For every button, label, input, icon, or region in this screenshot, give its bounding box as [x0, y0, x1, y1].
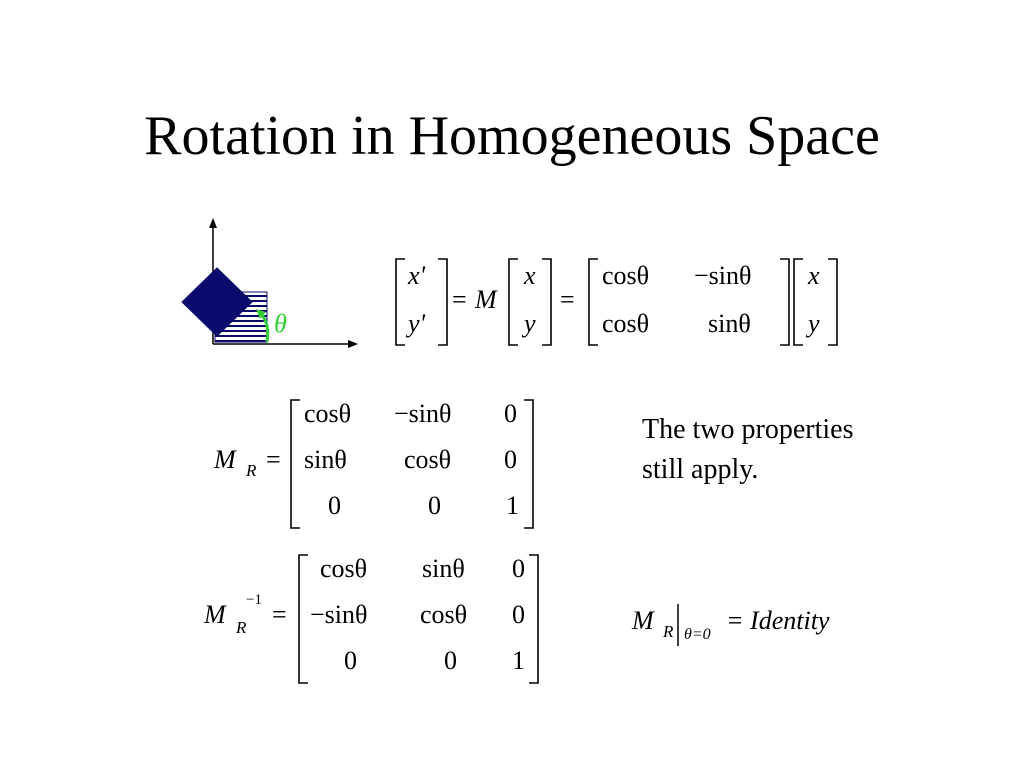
m4-rhs: = Identity: [726, 606, 830, 635]
vec-left-bracket: [508, 258, 518, 346]
m2-r1c2: −sinθ: [394, 399, 452, 428]
m3-r3c2: 0: [444, 646, 457, 675]
m2-r2c2: cosθ: [404, 445, 452, 474]
m2-left-bracket: [290, 399, 300, 529]
lhs-y-prime: y': [408, 309, 426, 338]
m2-r3c1: 0: [328, 491, 341, 520]
m3-subscript: R: [236, 618, 247, 637]
m3-r1c3: 0: [512, 554, 525, 583]
matrix-cell-r2c2: sinθ: [708, 309, 751, 338]
m2-equals: =: [266, 445, 281, 474]
m3-r2c3: 0: [512, 600, 525, 629]
slide-title: Rotation in Homogeneous Space: [144, 105, 880, 167]
properties-note: The two properties still apply.: [642, 410, 942, 490]
m3-equals: =: [272, 600, 287, 629]
m4-subscript: R: [663, 622, 674, 641]
matrix-cell-r1c2: −sinθ: [694, 261, 752, 290]
vec-y: y: [524, 309, 536, 338]
m3-r3c3: 1: [512, 646, 525, 675]
m2-r3c2: 0: [428, 491, 441, 520]
matrix-cell-r2c1: cosθ: [602, 309, 650, 338]
x-axis-arrowhead: [348, 340, 358, 348]
vec-right-bracket: [542, 258, 552, 346]
equation-1: x' y' = M x y = cosθ −sinθ cosθ sinθ x y: [390, 255, 850, 350]
m3-r2c2: cosθ: [420, 600, 468, 629]
vec-x: x: [524, 261, 536, 290]
equation-4: M R θ=0 = Identity: [632, 602, 882, 652]
rhs-vec-right-bracket: [828, 258, 838, 346]
angle-label: θ: [274, 309, 287, 338]
angle-arrow: [256, 309, 270, 343]
note-line-1: The two properties: [642, 414, 854, 445]
rhs-vec-x: x: [808, 261, 820, 290]
matrix-left-bracket: [588, 258, 598, 346]
equation-3: M R −1 = cosθ sinθ 0 −sinθ cosθ 0 0 0 1: [202, 550, 547, 690]
m4-condition: θ=0: [684, 626, 711, 643]
m3-r3c1: 0: [344, 646, 357, 675]
m2-r2c1: sinθ: [304, 445, 347, 474]
lhs-x-prime: x': [408, 261, 426, 290]
matrix-cell-r1c1: cosθ: [602, 261, 650, 290]
m2-r2c3: 0: [504, 445, 517, 474]
m3-left-bracket: [298, 554, 308, 684]
lhs-right-bracket: [438, 258, 448, 346]
y-axis-arrowhead: [209, 218, 217, 228]
lhs-left-bracket: [395, 258, 405, 346]
m3-r2c1: −sinθ: [310, 600, 368, 629]
m4-symbol: M: [632, 606, 654, 635]
rotated-square: [181, 267, 253, 337]
rhs-vec-left-bracket: [793, 258, 803, 346]
equation-2: M R = cosθ −sinθ 0 sinθ cosθ 0 0 0 1: [212, 395, 542, 535]
matrix-right-bracket: [780, 258, 790, 346]
m2-r1c3: 0: [504, 399, 517, 428]
m3-r1c1: cosθ: [320, 554, 368, 583]
m2-symbol: M: [214, 445, 236, 474]
m2-right-bracket: [524, 399, 534, 529]
m3-right-bracket: [529, 554, 539, 684]
note-line-2: still apply.: [642, 454, 759, 485]
m3-symbol: M: [204, 600, 226, 629]
rotation-figure: θ: [181, 218, 358, 348]
m3-superscript: −1: [246, 592, 262, 608]
rhs-vec-y: y: [808, 309, 820, 338]
m3-r1c2: sinθ: [422, 554, 465, 583]
m2-r1c1: cosθ: [304, 399, 352, 428]
m2-r3c3: 1: [506, 491, 519, 520]
matrix-M-symbol: M: [475, 285, 497, 314]
equals-sign-2: =: [560, 285, 575, 314]
m2-subscript: R: [246, 461, 257, 480]
equals-sign-1: =: [452, 285, 467, 314]
